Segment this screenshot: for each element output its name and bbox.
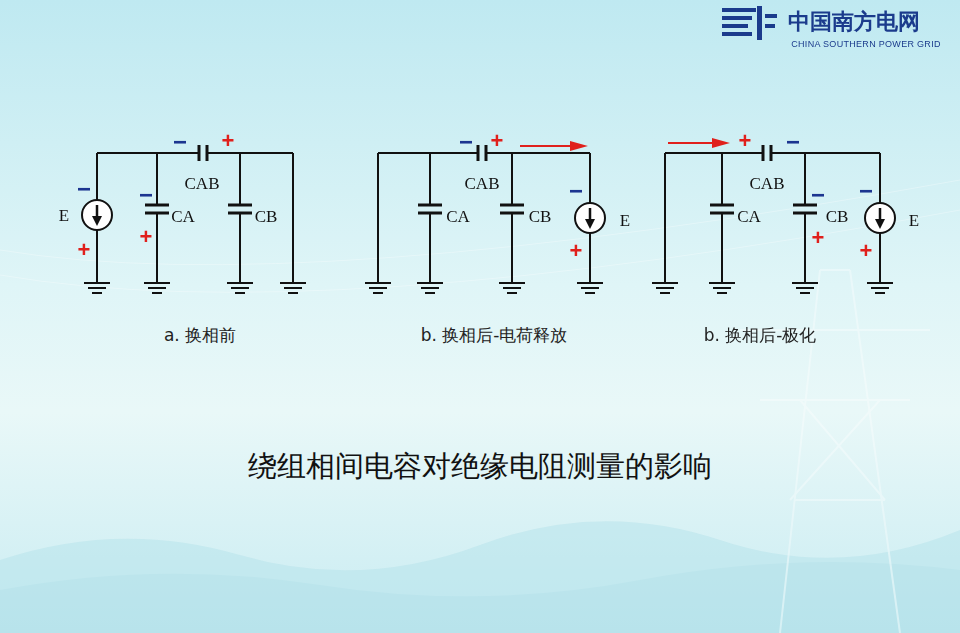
polarity-sign: − <box>139 183 153 207</box>
polarity-sign: − <box>859 179 873 203</box>
logo-subtext: CHINA SOUTHERN POWER GRID <box>791 40 941 49</box>
logo-text: 中国南方电网 <box>788 11 920 33</box>
polarity-sign: − <box>459 130 473 154</box>
polarity-sign: + <box>860 240 873 262</box>
capacitor-label: CB <box>826 208 849 225</box>
capacitor-label: CAB <box>185 175 220 192</box>
capacitor-label: CB <box>255 208 278 225</box>
background-scenery <box>0 180 960 633</box>
capacitor-label: CA <box>171 208 195 225</box>
source-label: E <box>59 207 69 224</box>
diagram-caption: b. 换相后-电荷释放 <box>421 327 568 344</box>
source-label: E <box>909 212 919 229</box>
logo-icon <box>722 6 777 40</box>
capacitor-label: CB <box>529 208 552 225</box>
polarity-sign: + <box>222 130 235 152</box>
capacitor-label: CA <box>737 208 761 225</box>
capacitor-label: CAB <box>750 175 785 192</box>
diagram-caption: a. 换相前 <box>164 327 236 344</box>
polarity-sign: − <box>811 183 825 207</box>
polarity-sign: + <box>140 226 153 248</box>
polarity-sign: − <box>173 130 187 154</box>
slide-title: 绕组相间电容对绝缘电阻测量的影响 <box>248 452 712 481</box>
polarity-sign: + <box>491 130 504 152</box>
polarity-sign: + <box>812 227 825 249</box>
ground-symbols <box>84 283 893 293</box>
capacitor-label: CA <box>446 208 470 225</box>
polarity-sign: − <box>77 177 91 201</box>
current-arrows <box>520 138 730 151</box>
polarity-sign: − <box>786 130 800 154</box>
diagram-caption: b. 换相后-极化 <box>704 327 817 344</box>
polarity-sign: + <box>78 239 91 261</box>
circuit-wires <box>97 145 880 283</box>
source-label: E <box>620 212 630 229</box>
polarity-sign: + <box>739 130 752 152</box>
current-source-symbols <box>82 200 895 233</box>
polarity-sign: + <box>570 240 583 262</box>
polarity-sign: − <box>569 179 583 203</box>
capacitor-label: CAB <box>465 175 500 192</box>
